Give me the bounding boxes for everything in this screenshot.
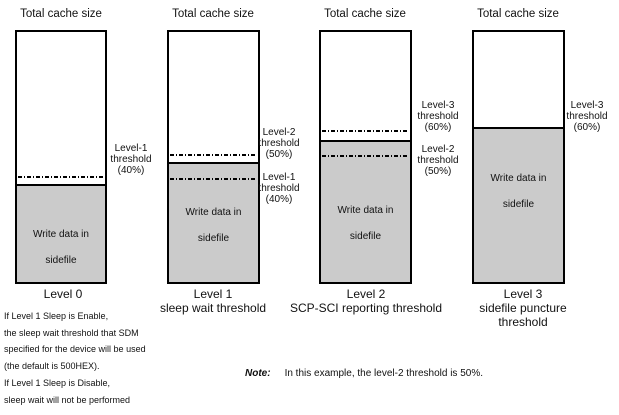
- bar-title-level-0: Total cache size: [20, 8, 102, 20]
- bar-caption-level-3: Level 3 sidefile puncture threshold: [479, 287, 567, 329]
- sidefile-fill: [169, 162, 258, 282]
- footnote-line: If Level 1 Sleep is Enable,: [4, 311, 109, 321]
- note: Note: In this example, the level-2 thres…: [245, 368, 483, 379]
- threshold-line-40: [18, 176, 104, 178]
- note-text: In this example, the level-2 threshold i…: [284, 368, 483, 379]
- footnote-line: If Level 1 Sleep is Disable,: [4, 377, 111, 388]
- bar-title-level-2: Total cache size: [324, 8, 406, 20]
- cache-bar-level-2: Write data in sidefile: [319, 30, 412, 284]
- footnote-line: the sleep wait threshold that SDM: [4, 327, 139, 338]
- sidefile-label: Write data in sidefile: [185, 207, 242, 244]
- sidefile-fill: [321, 140, 410, 282]
- sidefile-fill: [474, 127, 563, 282]
- note-label: Note:: [245, 368, 271, 379]
- sidefile-label: Write data in sidefile: [490, 173, 547, 210]
- sidefile-label: Write data in sidefile: [337, 205, 394, 242]
- footnote-line: specified for the device will be used: [4, 344, 146, 355]
- bar-title-level-3: Total cache size: [477, 8, 559, 20]
- cache-bar-level-3: Write data in sidefile: [472, 30, 565, 284]
- threshold-line-60: [322, 130, 409, 132]
- footnote-line: sleep wait will not be performed: [4, 394, 131, 405]
- threshold-line-50: [322, 155, 409, 157]
- threshold-label-level2-50: Level-2 threshold (50%): [258, 127, 300, 160]
- bar-title-level-1: Total cache size: [172, 8, 254, 20]
- threshold-label-level1-40: Level-1 threshold (40%): [258, 172, 300, 205]
- threshold-line-40: [170, 178, 257, 180]
- bar-caption-level-2: Level 2 SCP-SCI reporting threshold: [289, 287, 443, 315]
- level0-footnote: If Level 1 Sleep is Enable, the sleep wa…: [4, 308, 204, 408]
- footnote-line: (the default is 500HEX).: [4, 361, 100, 372]
- sidefile-fill: [17, 184, 105, 282]
- threshold-label-level3-60: Level-3 threshold (60%): [417, 100, 459, 133]
- threshold-label-level2-50: Level-2 threshold (50%): [417, 144, 459, 177]
- threshold-line-50: [170, 154, 257, 156]
- threshold-label-level1-40: Level-1 threshold (40%): [110, 143, 152, 176]
- cache-bar-level-1: Write data in sidefile: [167, 30, 260, 284]
- bar-caption-level-0: Level 0: [43, 287, 83, 301]
- threshold-label-level3-60: Level-3 threshold (60%): [566, 100, 608, 133]
- cache-bar-level-0: Write data in sidefile: [15, 30, 107, 284]
- sidefile-label: Write data in sidefile: [33, 229, 89, 266]
- bar-caption-level-1: Level 1 sleep wait threshold: [159, 287, 267, 315]
